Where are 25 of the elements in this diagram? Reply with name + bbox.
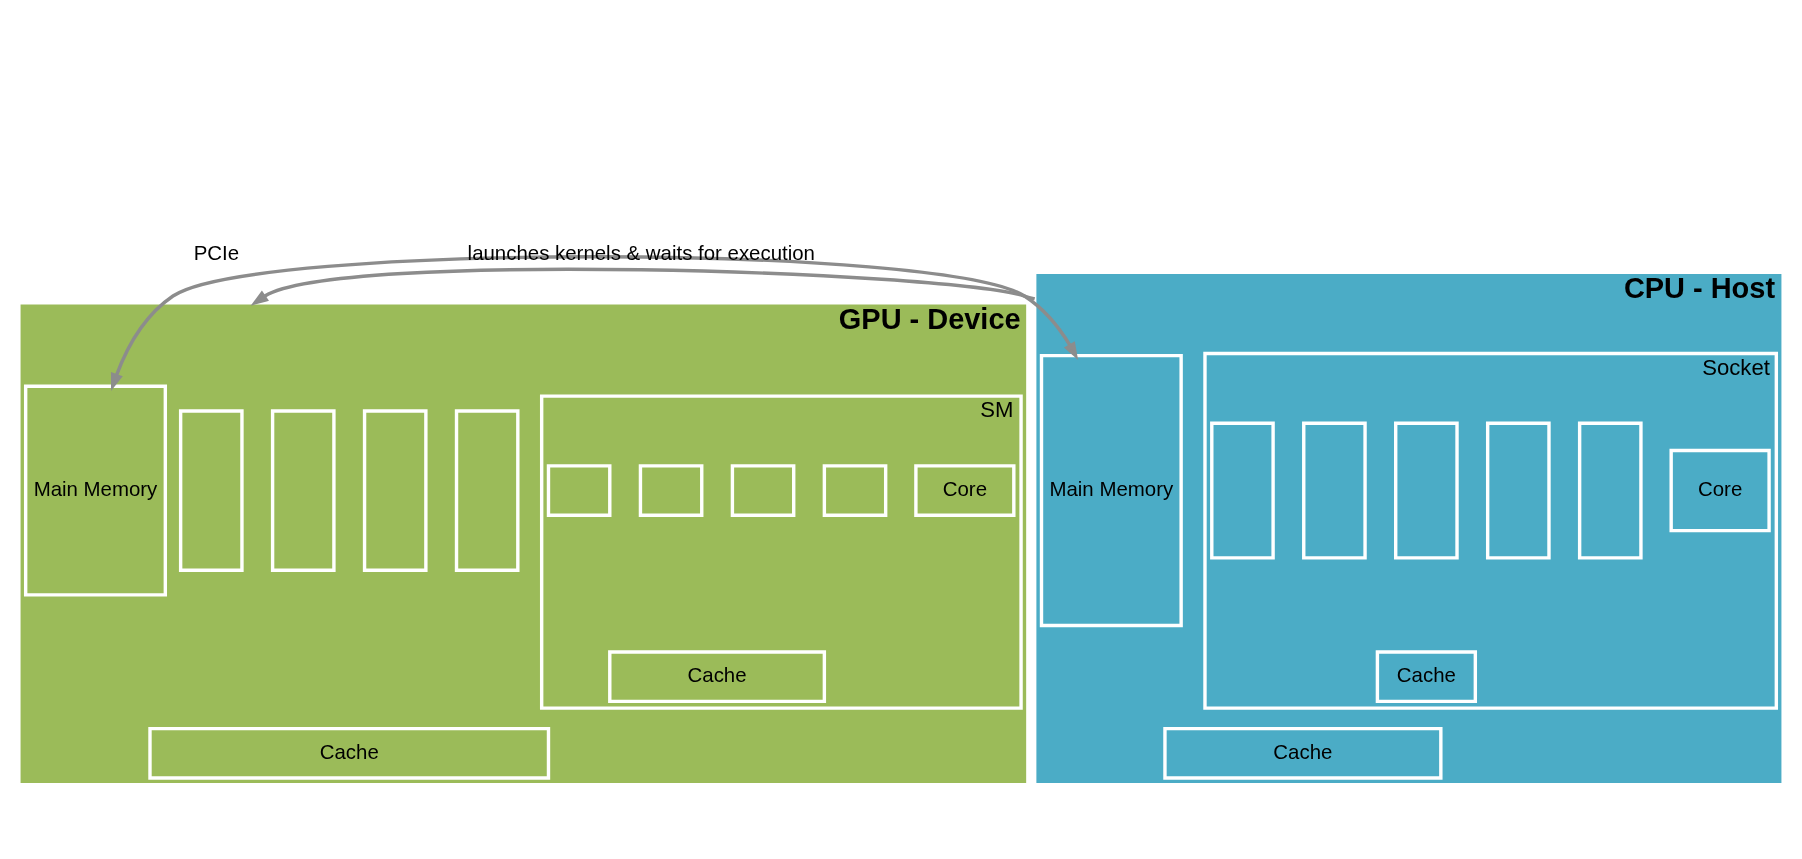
arrow: [110, 255, 1079, 392]
node-box: Main Memory: [23, 384, 168, 597]
node-box: [270, 409, 336, 572]
node-box: Core: [1669, 448, 1771, 533]
node-box: [1210, 421, 1275, 560]
edge-label: PCIe: [193, 241, 240, 264]
node-box: [178, 409, 244, 572]
node-box: Cache: [1163, 726, 1443, 780]
node-box: [1302, 421, 1367, 560]
node-box: Cache: [148, 726, 551, 780]
node-box: Core: [914, 464, 1016, 517]
node-box: [1485, 421, 1551, 560]
node-box: [362, 409, 428, 572]
node-box: [638, 464, 704, 517]
node-box: [1577, 421, 1643, 560]
node-box: Cache: [1375, 650, 1478, 704]
edge-label: launches kernels & waits for execution: [467, 241, 815, 264]
node-box: Main Memory: [1039, 353, 1183, 628]
node-box: [546, 464, 612, 517]
node-box: [454, 409, 520, 572]
node-box: Cache: [608, 650, 827, 704]
node-box: [730, 464, 796, 517]
node-box: [1394, 421, 1459, 560]
arrow: [250, 267, 1036, 306]
node-box: [822, 464, 888, 517]
